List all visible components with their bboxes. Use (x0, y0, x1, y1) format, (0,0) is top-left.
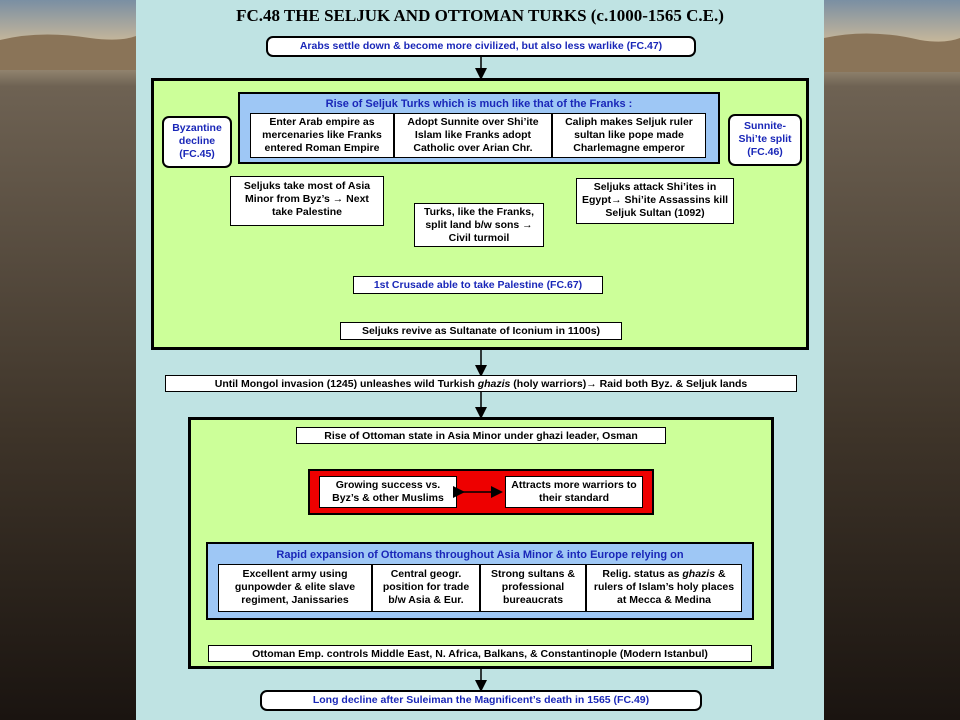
sunnite-split-box: Sunnite-Shi’te split (FC.46) (728, 114, 802, 166)
mongol-text-pre: Until Mongol invasion (1245) unleashes w… (214, 378, 478, 390)
mongol-invasion-box: Until Mongol invasion (1245) unleashes w… (165, 375, 797, 392)
ottoman-controls-box: Ottoman Emp. controls Middle East, N. Af… (208, 645, 752, 662)
seljuk-col-2: Adopt Sunnite over Shi’ite Islam like Fr… (394, 113, 552, 158)
factor4-ghazis: ghazis (682, 568, 716, 580)
growing-success-box: Growing success vs. Byz’s & other Muslim… (319, 476, 457, 508)
seljuk-col-3: Caliph makes Seljuk ruler sultan like po… (552, 113, 706, 158)
byzantine-decline-box: Byzantine decline (FC.45) (162, 116, 232, 168)
factor4-post: & rulers of Islam’s holy places at Mecca… (593, 568, 735, 606)
expansion-header: Rapid expansion of Ottomans throughout A… (276, 549, 684, 561)
seljuk-header: Rise of Seljuk Turks which is much like … (325, 98, 633, 110)
factor-sultans: Strong sultans & professional bureaucrat… (480, 564, 586, 612)
sultanate-iconium-box: Seljuks revive as Sultanate of Iconium i… (340, 322, 622, 340)
ottoman-rise-box: Rise of Ottoman state in Asia Minor unde… (296, 427, 666, 444)
factor-religious-status: Relig. status as ghazis & rulers of Isla… (586, 564, 742, 612)
top-box: Arabs settle down & become more civilize… (266, 36, 696, 57)
seljuks-attack-box: Seljuks attack Shi’ites in Egypt→ Shi’it… (576, 178, 734, 224)
split-land-box: Turks, like the Franks, split land b/w s… (414, 203, 544, 247)
attracts-warriors-box: Attracts more warriors to their standard (505, 476, 643, 508)
mongol-ghazis: ghazis (477, 378, 511, 390)
factor4-pre: Relig. status as (602, 568, 683, 580)
page-title: FC.48 THE SELJUK AND OTTOMAN TURKS (c.10… (236, 6, 724, 25)
seljuk-col-1: Enter Arab empire as mercenaries like Fr… (250, 113, 394, 158)
first-crusade-box: 1st Crusade able to take Palestine (FC.6… (353, 276, 603, 294)
mongol-text-post: (holy warriors)→ Raid both Byz. & Seljuk… (510, 378, 748, 390)
factor-army: Excellent army using gunpowder & elite s… (218, 564, 372, 612)
factor-position: Central geogr. position for trade b/w As… (372, 564, 480, 612)
seljuks-asia-minor-box: Seljuks take most of Asia Minor from Byz… (230, 176, 384, 226)
bottom-box: Long decline after Suleiman the Magnific… (260, 690, 702, 711)
